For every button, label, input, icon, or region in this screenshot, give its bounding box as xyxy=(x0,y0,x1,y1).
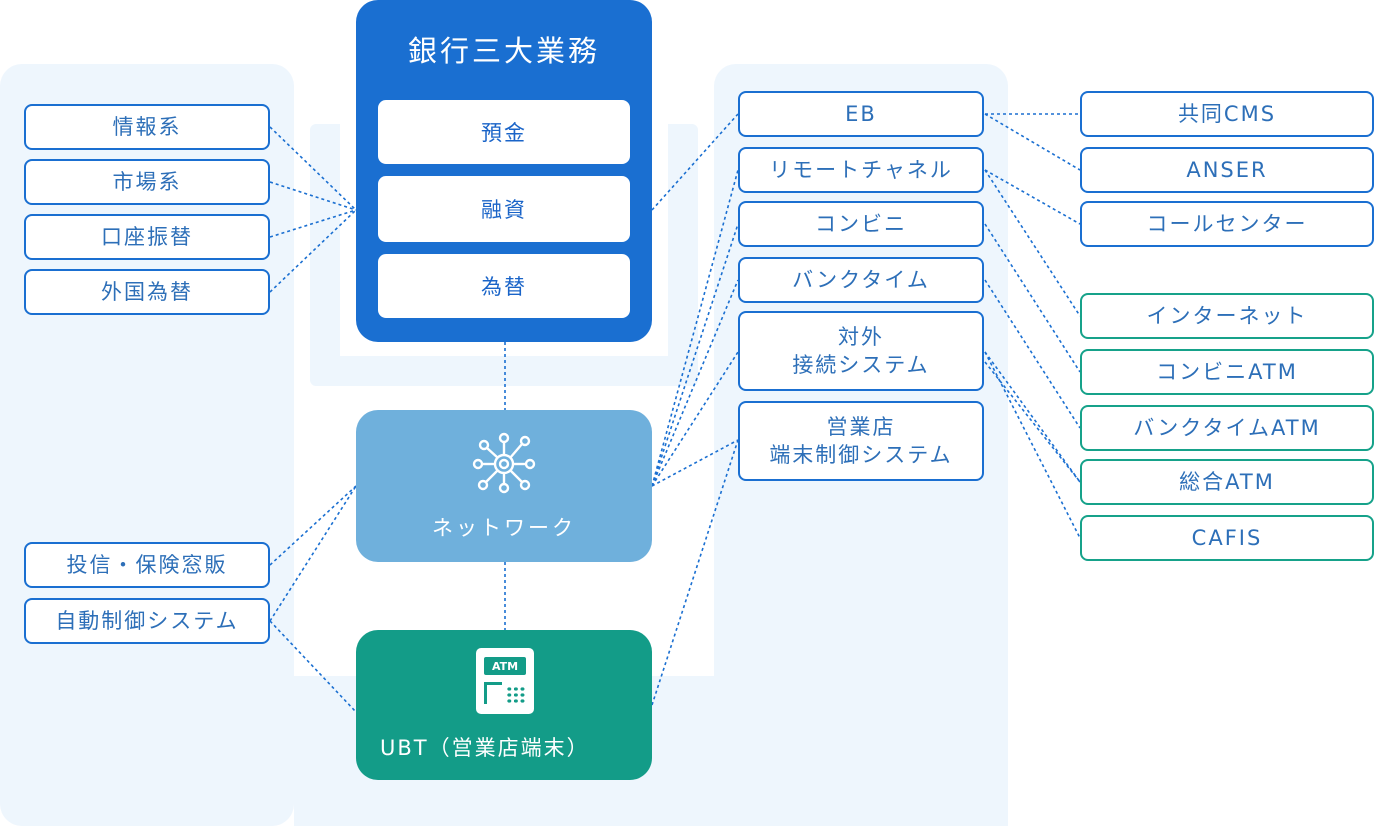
line-banktime-btatm xyxy=(984,279,1081,429)
core-item-deposit: 預金 xyxy=(378,100,630,164)
left-box-forex: 外国為替 xyxy=(24,269,270,315)
right-box-banktime-atm: バンクタイムATM xyxy=(1080,405,1374,451)
line-auto-ubt xyxy=(269,620,357,713)
core-item-loan: 融資 xyxy=(378,176,630,242)
network-label: ネットワーク xyxy=(432,516,576,540)
atm-keypad xyxy=(506,686,526,704)
core-business-box: 銀行三大業務 預金 融資 為替 xyxy=(356,0,652,342)
right-box-conv-atm: コンビニATM xyxy=(1080,349,1374,395)
left-box-auto-control: 自動制御システム xyxy=(24,598,270,644)
right-box-call-center: コールセンター xyxy=(1080,201,1374,247)
atm-slot xyxy=(484,682,502,704)
line-auto-network xyxy=(269,485,357,622)
line-info-core xyxy=(269,126,357,211)
right-box-internet: インターネット xyxy=(1080,293,1374,339)
line-external-sogo xyxy=(984,351,1081,483)
line-market-core xyxy=(269,181,357,211)
line-eb-anser xyxy=(984,113,1081,171)
right-box-anser: ANSER xyxy=(1080,147,1374,193)
atm-screen: ATM xyxy=(484,657,526,675)
line-invest-network xyxy=(269,485,357,566)
network-hub-icon xyxy=(472,432,536,494)
mid-box-external: 対外 接続システム xyxy=(738,311,984,391)
line-core-eb xyxy=(651,113,739,211)
line-external-sogo-2 xyxy=(984,361,1081,483)
line-network-external xyxy=(651,351,739,487)
left-box-info: 情報系 xyxy=(24,104,270,150)
line-conv-convatm xyxy=(984,223,1081,373)
left-box-invest: 投信・保険窓販 xyxy=(24,542,270,588)
line-network-remote xyxy=(651,169,739,487)
mid-box-branch-terminal: 営業店 端末制御システム xyxy=(738,401,984,481)
line-network-conv xyxy=(651,223,739,487)
right-box-cms: 共同CMS xyxy=(1080,91,1374,137)
ubt-box: ATM UBT（営業店端末） xyxy=(356,630,652,780)
mid-box-convenience: コンビニ xyxy=(738,201,984,247)
mid-box-remote-channel: リモートチャネル xyxy=(738,147,984,193)
mid-box-eb: EB xyxy=(738,91,984,137)
atm-icon-text: ATM xyxy=(491,659,519,673)
line-remote-internet xyxy=(984,169,1081,317)
line-forex-core xyxy=(269,209,357,293)
ubt-label: UBT（営業店端末） xyxy=(380,736,590,760)
line-transfer-core xyxy=(269,209,357,238)
mid-box-banktime: バンクタイム xyxy=(738,257,984,303)
line-remote-call xyxy=(984,169,1081,225)
line-network-branch xyxy=(651,439,739,487)
left-box-transfer: 口座振替 xyxy=(24,214,270,260)
line-external-cafis xyxy=(984,351,1081,539)
core-title: 銀行三大業務 xyxy=(407,34,600,68)
network-box: ネットワーク xyxy=(356,410,652,562)
right-box-sogo-atm: 総合ATM xyxy=(1080,459,1374,505)
left-box-market: 市場系 xyxy=(24,159,270,205)
right-box-cafis: CAFIS xyxy=(1080,515,1374,561)
line-ubt-branch xyxy=(651,439,739,706)
line-network-banktime xyxy=(651,279,739,487)
core-item-exchange: 為替 xyxy=(378,254,630,318)
atm-icon: ATM xyxy=(476,648,534,714)
